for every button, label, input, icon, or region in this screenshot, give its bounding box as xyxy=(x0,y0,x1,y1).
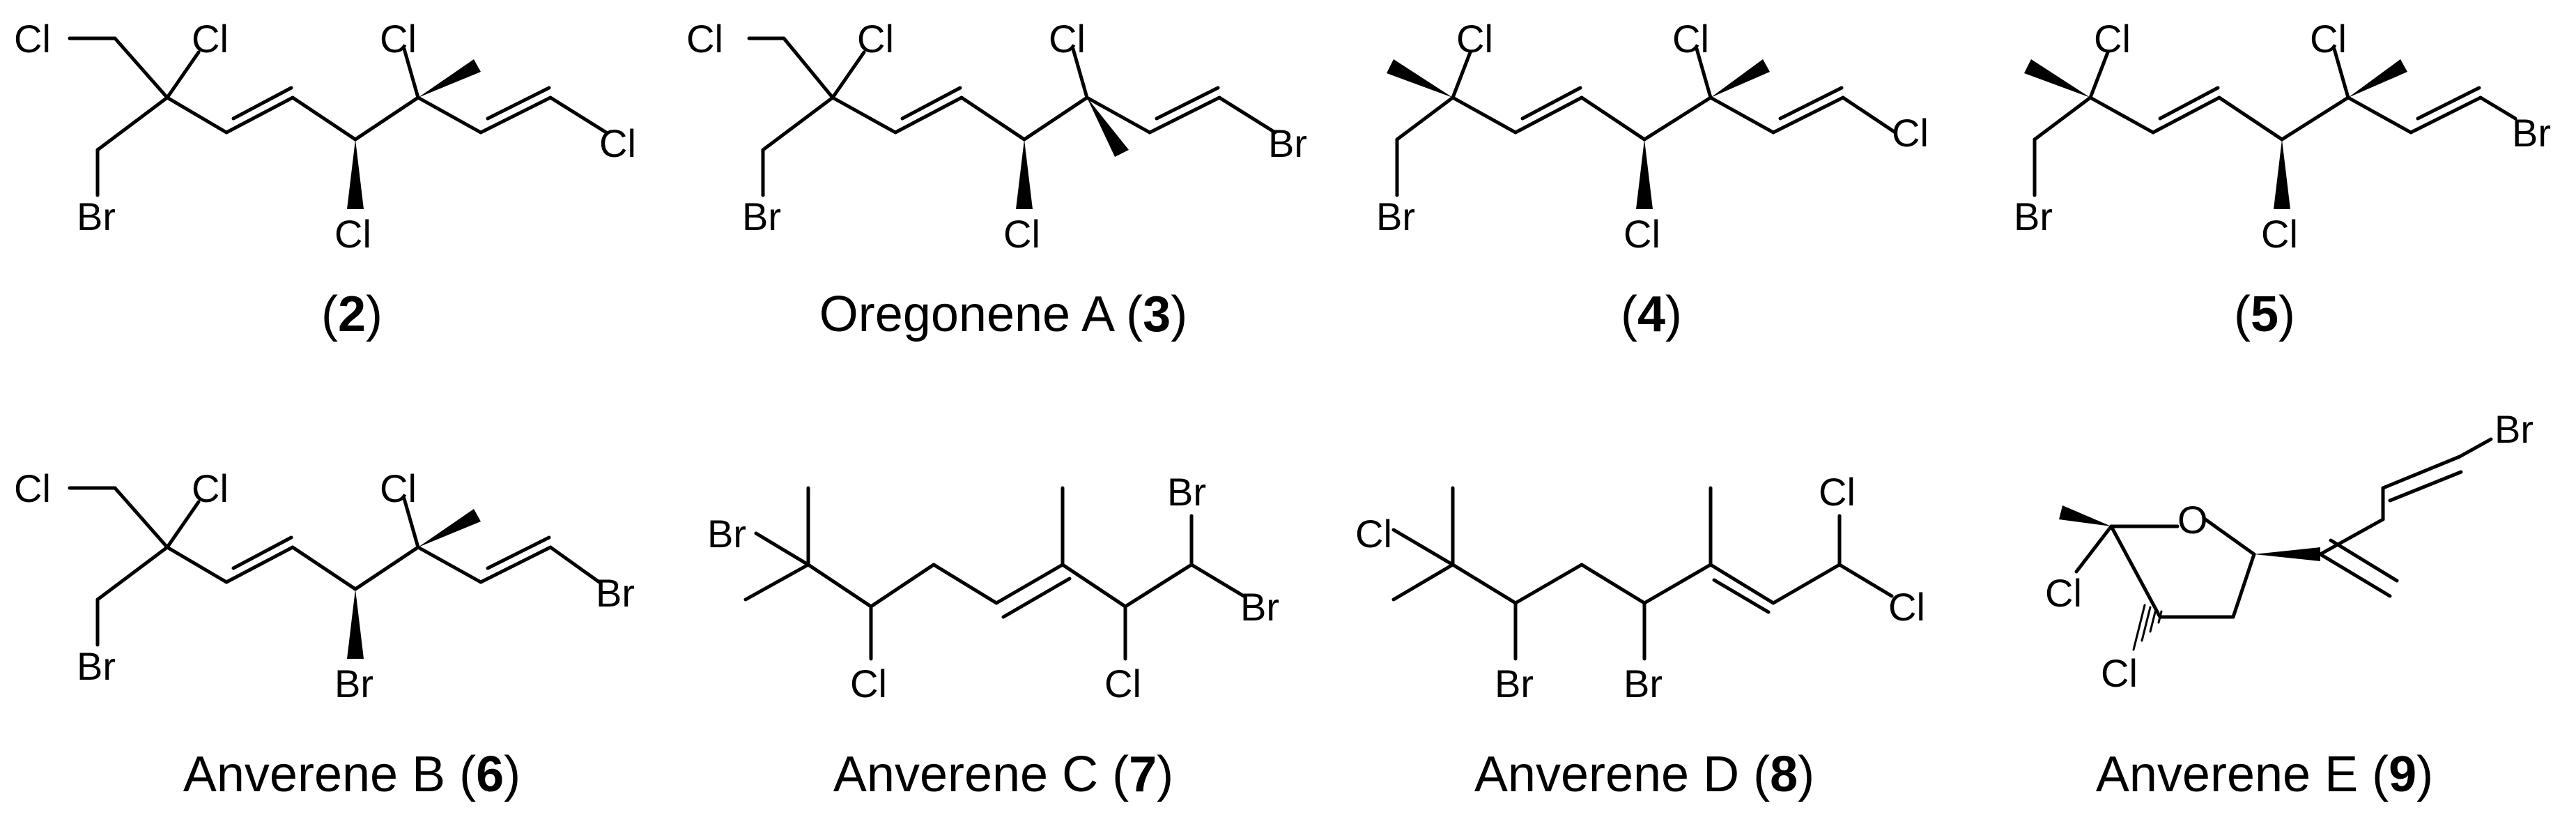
compound-9-number: 9 xyxy=(2389,747,2416,802)
compound-7-name: Anverene C xyxy=(833,747,1098,802)
compound-6-number: 6 xyxy=(476,747,504,802)
compound-9-caption: Anverene E (9) xyxy=(2096,747,2433,802)
compound-9-name: Anverene E xyxy=(2096,747,2358,802)
compound-4-atom-br1: Br xyxy=(1376,195,1415,238)
compound-2-caption: (2) xyxy=(321,287,383,342)
compound-6-caption: Anverene B (6) xyxy=(183,747,520,802)
compound-4-atom-cl4: Cl xyxy=(1624,212,1660,256)
compound-9-atom-br1: Br xyxy=(2494,407,2533,451)
compound-6-atom-br1: Br xyxy=(77,644,116,688)
compound-7-atom-br2: Br xyxy=(1167,470,1206,514)
compound-2-atom-cl3: Cl xyxy=(380,17,417,61)
compound-8-name: Anverene D xyxy=(1474,747,1739,802)
compound-4-atom-cl3: Cl xyxy=(1672,17,1709,61)
compound-9-hash-bond xyxy=(2132,604,2163,651)
compound-6-structure xyxy=(68,486,601,659)
compound-8-atom-cl1: Cl xyxy=(1355,512,1392,556)
compound-6-atom-cl3: Cl xyxy=(380,466,417,510)
compound-4-structure xyxy=(1387,47,1897,209)
compound-7-atom-br1: Br xyxy=(707,512,746,556)
compound-2-atom-cl5: Cl xyxy=(599,121,636,165)
compound-8-atom-br2: Br xyxy=(1624,662,1663,706)
compound-5-atom-br2: Br xyxy=(2512,111,2551,155)
compound-5-caption: (5) xyxy=(2234,287,2295,342)
compound-5-atom-cl1: Cl xyxy=(2094,17,2131,61)
compound-6-atom-br2: Br xyxy=(596,571,635,615)
compound-5-atom-br1: Br xyxy=(2014,195,2053,238)
compound-6-atom-cl1: Cl xyxy=(14,466,51,510)
compound-3-atom-cl1: Cl xyxy=(686,17,723,61)
compound-3-atom-cl2: Cl xyxy=(857,17,894,61)
compound-4-atom-cl1: Cl xyxy=(1456,17,1493,61)
compound-4-caption: (4) xyxy=(1621,287,1682,342)
compound-7-atom-br3: Br xyxy=(1240,585,1279,629)
compound-8-structure xyxy=(1391,486,1894,661)
compound-7-number: 7 xyxy=(1129,747,1157,802)
compound-9-atom-cl2: Cl xyxy=(2101,651,2138,695)
compound-2-atom-cl2: Cl xyxy=(192,17,229,61)
compound-9-atom-cl1: Cl xyxy=(2045,571,2082,615)
compound-5-atom-cl4: Cl xyxy=(2261,212,2298,256)
compound-7-atom-cl2: Cl xyxy=(1104,662,1141,706)
compound-7-atom-cl1: Cl xyxy=(850,662,887,706)
compound-3-atom-cl4: Cl xyxy=(1003,212,1040,256)
compound-6-atom-br3: Br xyxy=(334,662,373,706)
compound-3-atom-br1: Br xyxy=(742,195,781,238)
compound-7-caption: Anverene C (7) xyxy=(833,747,1173,802)
compound-4-number: 4 xyxy=(1637,287,1665,342)
compound-8-caption: Anverene D (8) xyxy=(1474,747,1814,802)
compound-2-atom-cl1: Cl xyxy=(14,17,51,61)
compound-3-name: Oregonene A xyxy=(819,287,1115,342)
compound-6-atom-cl2: Cl xyxy=(192,466,229,510)
compound-8-atom-cl3: Cl xyxy=(1888,585,1925,629)
compound-2-atom-br1: Br xyxy=(77,195,116,238)
compound-5-number: 5 xyxy=(2251,287,2278,342)
compound-2-number: 2 xyxy=(338,287,366,342)
compound-3-atom-cl3: Cl xyxy=(1049,17,1086,61)
compound-4-atom-cl5: Cl xyxy=(1892,111,1929,155)
compound-8-atom-br1: Br xyxy=(1495,662,1534,706)
compound-2-atom-cl4: Cl xyxy=(334,212,371,256)
compound-8-atom-cl2: Cl xyxy=(1819,470,1856,514)
compound-3-structure xyxy=(747,36,1277,209)
compound-3-number: 3 xyxy=(1143,287,1171,342)
compound-9-structure xyxy=(2059,437,2493,651)
compound-5-atom-cl3: Cl xyxy=(2310,17,2347,61)
compound-7-structure xyxy=(743,486,1246,661)
compound-3-atom-br2: Br xyxy=(1268,121,1307,165)
compound-9-atom-o1: O xyxy=(2177,498,2208,542)
compound-6-name: Anverene B xyxy=(183,747,445,802)
compound-8-number: 8 xyxy=(1770,747,1798,802)
compound-5-structure xyxy=(2024,47,2517,209)
compound-3-caption: Oregonene A (3) xyxy=(819,287,1187,342)
compound-2-structure xyxy=(68,36,608,209)
